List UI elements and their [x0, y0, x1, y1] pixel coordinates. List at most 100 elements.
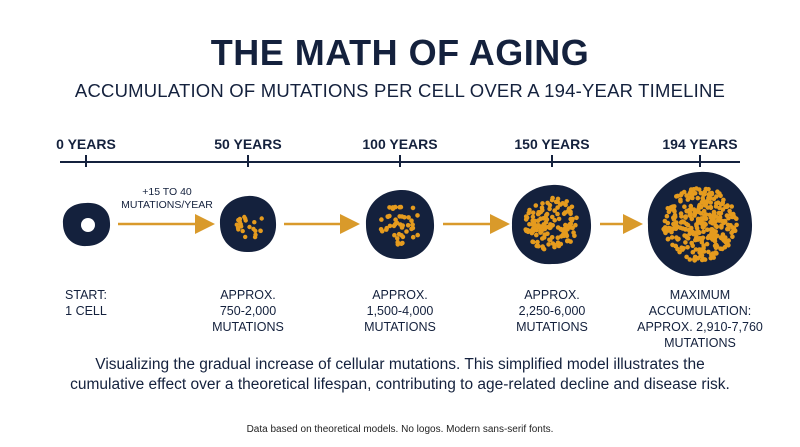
- mutation-dot: [726, 243, 731, 248]
- mutation-dot: [701, 191, 706, 197]
- mutation-dot: [531, 239, 536, 245]
- mutation-dot: [731, 211, 736, 217]
- mutation-dot: [714, 242, 719, 248]
- mutation-dot: [717, 214, 723, 220]
- cell-stage-0: [62, 202, 111, 247]
- stage-194-line-2: ACCUMULATION:: [648, 304, 752, 318]
- mutation-dot: [568, 225, 573, 230]
- mutation-dot: [399, 233, 404, 238]
- mutation-dot: [689, 225, 694, 231]
- cell-stage-50: [219, 195, 277, 253]
- stage-194-line-1: MAXIMUM: [669, 288, 731, 302]
- mutation-dot: [526, 210, 531, 216]
- mutation-dot: [533, 203, 539, 208]
- mutation-dot: [696, 209, 701, 215]
- mutation-dot: [684, 235, 690, 240]
- page-title: THE MATH OF AGING: [210, 32, 590, 73]
- mutation-dot: [406, 215, 411, 220]
- stage-50-line-1: APPROX.: [220, 288, 276, 302]
- mutation-dot: [247, 224, 252, 230]
- mutation-dot: [534, 232, 539, 238]
- mutation-dot: [714, 224, 720, 230]
- mutation-dot: [728, 223, 733, 228]
- mutation-dot: [671, 217, 677, 222]
- cell-stage-150: [511, 184, 592, 265]
- mutation-dot: [720, 232, 726, 237]
- mutation-dot: [714, 233, 720, 239]
- mutation-dot: [378, 227, 384, 232]
- mutation-dot: [253, 232, 258, 237]
- mutation-dot: [724, 204, 730, 209]
- mutation-dot: [253, 228, 258, 234]
- mutation-dot: [541, 235, 547, 240]
- mutation-dot: [239, 224, 244, 229]
- mutation-dot: [393, 217, 398, 222]
- mutation-dot: [665, 236, 671, 242]
- mutation-dot: [694, 230, 699, 235]
- mutation-dot: [706, 249, 711, 255]
- mutation-dot: [236, 227, 241, 232]
- mutation-dot: [568, 211, 573, 217]
- caption-line-2: cumulative effect over a theoretical lif…: [70, 376, 730, 393]
- mutation-dot: [709, 218, 714, 224]
- mutation-dot: [385, 214, 391, 219]
- mutation-dot: [716, 210, 722, 216]
- mutation-dot: [692, 254, 698, 260]
- mutation-dot: [535, 239, 540, 245]
- mutation-dot: [726, 238, 731, 243]
- mutation-dot: [699, 217, 704, 222]
- mutation-dot: [705, 227, 710, 232]
- mutation-dot: [563, 222, 568, 228]
- mutation-dot: [547, 202, 553, 208]
- timeline-tick-194: [699, 155, 701, 167]
- mutation-dot: [671, 221, 676, 227]
- stage-50-text: APPROX. 750-2,000 MUTATIONS: [178, 287, 318, 335]
- timeline-tick-150: [551, 155, 553, 167]
- mutation-dot: [399, 214, 405, 219]
- mutation-dot: [687, 212, 693, 217]
- mutation-dot: [569, 204, 575, 210]
- mutation-dot: [392, 232, 397, 238]
- mutation-dot: [690, 229, 696, 235]
- stage-50-line-3: MUTATIONS: [212, 320, 284, 334]
- mutation-dot: [393, 204, 398, 210]
- stage-150-text: APPROX. 2,250-6,000 MUTATIONS: [482, 287, 622, 335]
- mutation-dot: [415, 232, 421, 238]
- mutation-dot: [713, 229, 718, 234]
- mutation-dot: [550, 195, 555, 201]
- mutation-dot: [695, 195, 701, 201]
- mutation-dot: [552, 208, 557, 213]
- page-subtitle: ACCUMULATION OF MUTATIONS PER CELL OVER …: [74, 80, 726, 101]
- footnote: Data based on theoretical models. No log…: [246, 424, 554, 435]
- mutation-dot: [669, 235, 675, 240]
- mutation-dot: [571, 230, 576, 235]
- stage-150-line-3: MUTATIONS: [516, 320, 588, 334]
- mutation-dot: [379, 217, 384, 222]
- mutation-dot: [530, 222, 535, 227]
- mutation-dot: [669, 229, 674, 235]
- mutation-dot: [558, 226, 564, 232]
- mutation-dot: [678, 211, 684, 216]
- mutation-dot: [410, 205, 416, 211]
- mutation-dot: [685, 197, 691, 202]
- mutation-dot: [552, 218, 557, 223]
- mutation-dot: [708, 227, 714, 232]
- mutation-rate-label: +15 TO 40 MUTATIONS/YEAR: [112, 186, 222, 212]
- mutation-dot: [562, 226, 568, 232]
- mutation-dot: [547, 206, 552, 212]
- mutation-dot: [700, 247, 706, 253]
- mutation-dot: [711, 196, 717, 202]
- mutation-dot: [698, 253, 703, 259]
- mutation-dot: [563, 202, 568, 208]
- mutation-dot: [718, 246, 723, 251]
- mutation-dot: [540, 201, 545, 206]
- mutation-dot: [670, 204, 675, 209]
- mutation-dot: [692, 213, 697, 218]
- stage-194-line-4: MUTATIONS: [664, 336, 736, 350]
- mutation-dot: [384, 225, 390, 231]
- mutation-dot: [703, 186, 709, 192]
- mutation-dot: [687, 207, 692, 213]
- mutation-dot: [523, 217, 529, 222]
- timeline-label-194: 194 YEARS: [662, 136, 738, 152]
- mutation-dot: [693, 247, 699, 252]
